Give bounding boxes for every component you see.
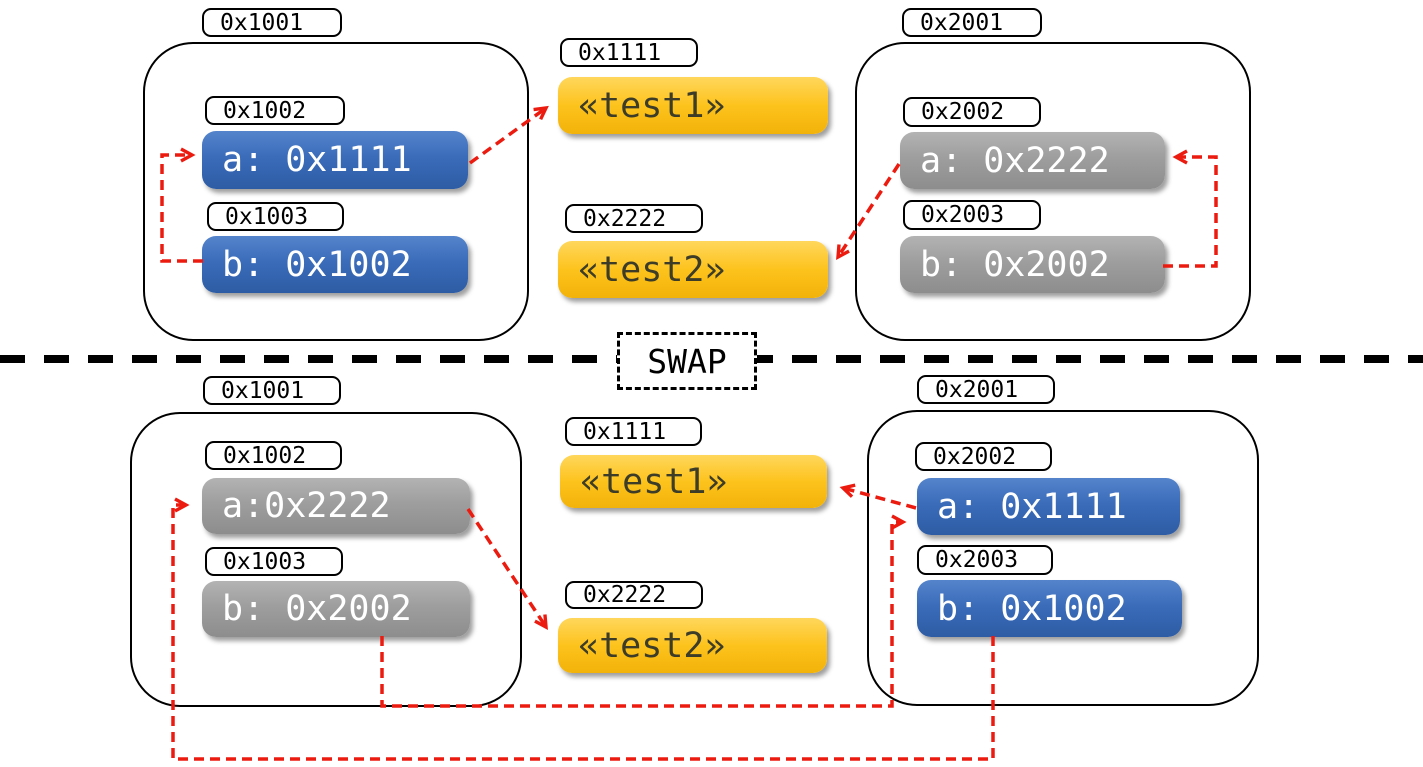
before-right-slot-a-address: 0x2002 xyxy=(903,97,1041,127)
before-string2-address: 0x2222 xyxy=(565,204,703,233)
after-left-slot-b-address: 0x1003 xyxy=(205,547,343,576)
before-left-slot-b-address: 0x1003 xyxy=(207,202,344,231)
after-string1: «test1» xyxy=(560,455,827,508)
before-string2: «test2» xyxy=(558,241,828,298)
before-right-slot-b-address: 0x2003 xyxy=(903,200,1041,230)
before-right-object-box xyxy=(855,42,1251,341)
after-left-slot-b: b: 0x2002 xyxy=(202,581,470,637)
after-right-slot-a-address: 0x2002 xyxy=(915,442,1052,471)
before-string1-address: 0x1111 xyxy=(560,38,698,67)
after-left-slot-a: a:0x2222 xyxy=(202,478,470,534)
after-right-slot-b: b: 0x1002 xyxy=(917,580,1182,637)
before-left-object-address: 0x1001 xyxy=(202,8,342,37)
before-string1: «test1» xyxy=(558,77,828,134)
after-string2: «test2» xyxy=(558,618,827,673)
before-right-slot-a: a: 0x2222 xyxy=(900,132,1165,189)
before-left-slot-a: a: 0x1111 xyxy=(202,131,468,189)
swap-label: SWAP xyxy=(647,341,727,381)
before-left-object-box xyxy=(143,42,529,341)
after-string2-address: 0x2222 xyxy=(565,581,703,609)
after-left-object-address: 0x1001 xyxy=(203,376,341,405)
before-left-slot-a-address: 0x1002 xyxy=(205,96,345,125)
swap-label-box: SWAP xyxy=(617,332,757,390)
after-right-slot-a: a: 0x1111 xyxy=(917,478,1180,535)
after-right-object-address: 0x2001 xyxy=(917,375,1055,404)
after-left-slot-a-address: 0x1002 xyxy=(205,441,342,470)
after-right-slot-b-address: 0x2003 xyxy=(917,545,1053,575)
before-right-object-address: 0x2001 xyxy=(902,8,1042,37)
before-right-slot-b: b: 0x2002 xyxy=(900,236,1165,293)
after-string1-address: 0x1111 xyxy=(565,417,702,446)
before-left-slot-b: b: 0x1002 xyxy=(202,236,468,293)
